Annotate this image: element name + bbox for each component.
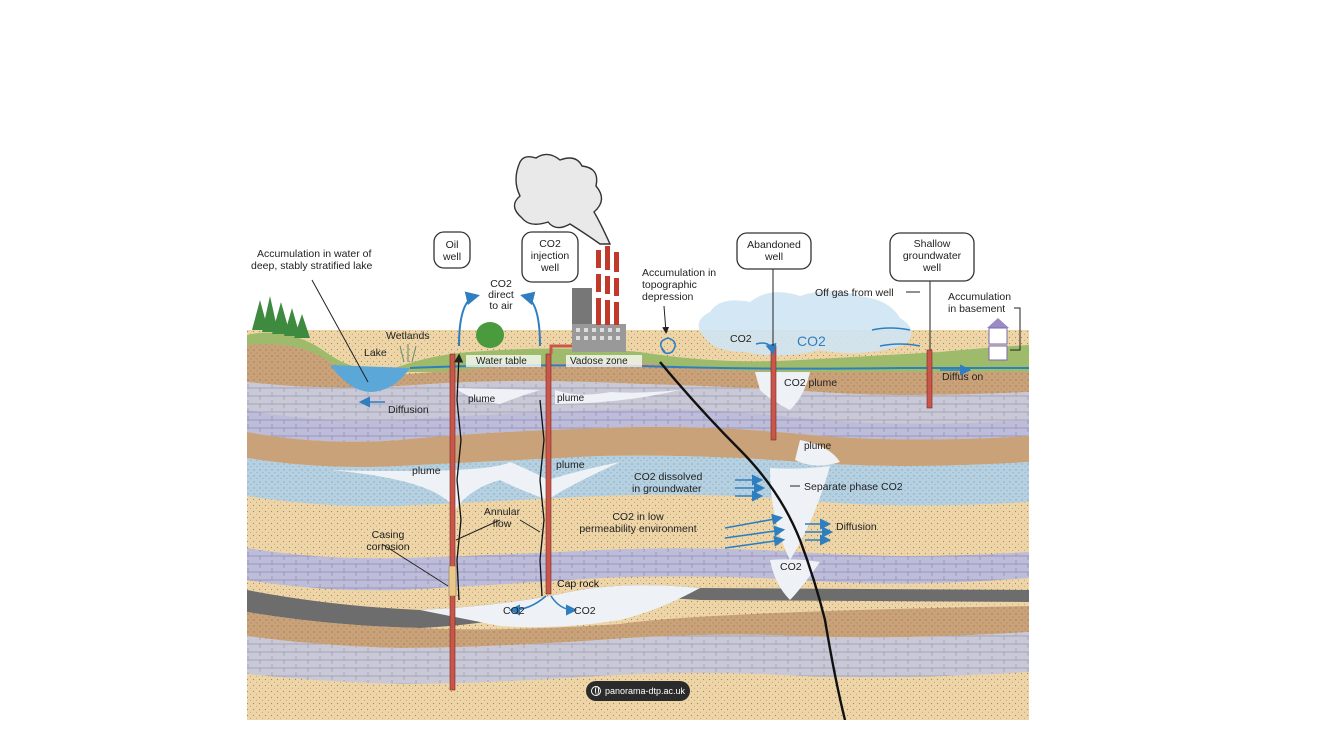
bush-icon	[476, 322, 504, 348]
house-icon	[987, 318, 1009, 361]
label-co2-big: CO2	[797, 333, 826, 349]
label-vadose-zone: Vadose zone	[570, 356, 628, 367]
label-co2-plume: CO2 plume	[784, 377, 837, 389]
label-plume-2: plume	[557, 393, 585, 404]
label-plume-1: plume	[468, 394, 496, 405]
label-cap-rock: Cap rock	[557, 578, 600, 590]
geologic-layers	[247, 330, 1029, 720]
wetlands-icon	[399, 344, 417, 363]
co2-cloud	[698, 291, 912, 356]
label-co2-bottom-left: CO2	[503, 605, 525, 617]
label-co2-abandoned: CO2	[730, 333, 752, 345]
label-wetlands: Wetlands	[386, 330, 430, 342]
injection-well-pipe	[545, 353, 552, 595]
oil-well-pipe	[449, 353, 456, 691]
abandoned-well-pipe	[770, 345, 777, 441]
label-separate-phase: Separate phase CO2	[804, 481, 903, 493]
label-lake: Lake	[364, 347, 387, 359]
globe-icon	[590, 686, 601, 696]
label-plume-right: plume	[804, 441, 832, 452]
label-plume-3: plume	[412, 465, 441, 477]
watermark-text: panorama-dtp.ac.uk	[604, 686, 686, 696]
smoke-icon	[513, 153, 612, 245]
label-water-table: Water table	[476, 356, 527, 367]
watermark-badge: panorama-dtp.ac.uk	[586, 681, 690, 701]
label-diffusion-top-right: Diffus on	[942, 371, 983, 383]
label-co2-bottom-right: CO2	[574, 605, 596, 617]
shallow-well-pipe	[926, 349, 933, 409]
label-plume-4: plume	[556, 459, 585, 471]
label-diffusion-left: Diffusion	[388, 404, 429, 416]
label-diffusion-right: Diffusion	[836, 521, 877, 533]
trees-icon	[252, 296, 310, 338]
power-plant-icon	[572, 246, 626, 352]
label-off-gas: Off gas from well	[815, 287, 894, 299]
label-co2-fault: CO2	[780, 561, 802, 573]
